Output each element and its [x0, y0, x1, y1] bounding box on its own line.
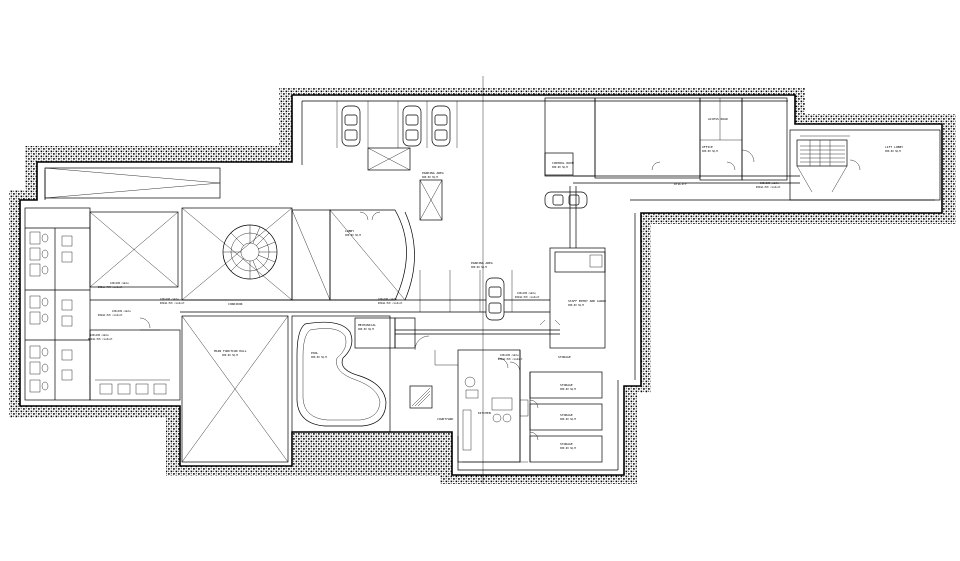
cable-note: 100x100 cable — [760, 182, 779, 185]
room-label: CORRIDOR — [228, 302, 243, 306]
restroom-block — [24, 207, 181, 401]
area-tag: 000.00 SQ.M — [358, 328, 374, 331]
room-label: LOBBY — [345, 229, 354, 233]
area-tag: 000.00 SQ.M — [702, 150, 718, 153]
conduit-note: Ø32mm PVC conduit — [515, 296, 540, 299]
cable-note: 100x100 cable — [90, 334, 109, 337]
room-label: STAFF ENTRY AND GUARD — [568, 299, 606, 303]
entrance-ramp — [44, 167, 221, 199]
conduit-note: Ø32mm PVC conduit — [88, 338, 113, 341]
utility-block — [539, 186, 606, 349]
parking-north — [336, 101, 458, 221]
parked-car — [485, 277, 505, 321]
conduit-note: Ø32mm PVC conduit — [756, 186, 781, 189]
area-tag: 000.00 SQ.M — [568, 304, 584, 307]
room-label: POOL — [311, 351, 318, 355]
cable-note: 100x100 cable — [160, 298, 179, 301]
room-label: OFFICE — [702, 145, 713, 149]
parked-car — [544, 191, 588, 209]
conduit-note: Ø32mm PVC conduit — [378, 302, 403, 305]
door-swing — [359, 211, 381, 221]
area-tag: 000.00 SQ.M — [885, 150, 901, 153]
room-label: CONTROL ROOM — [552, 161, 574, 165]
exterior-wall — [19, 94, 943, 476]
area-tag: 000.00 SQ.M — [345, 234, 361, 237]
area-tag: 000.00 SQ.M — [560, 388, 576, 391]
room-label: KITCHEN — [478, 411, 491, 415]
conduit-note: Ø32mm PVC conduit — [160, 302, 185, 305]
toilet-stalls — [29, 231, 73, 393]
cable-note: 100x100 cable — [517, 292, 536, 295]
pool-outline — [296, 321, 387, 427]
annotations: PARKING AREA PARKING AREA LOBBY MAIN FUN… — [88, 117, 903, 450]
room-label: MAIN FUNCTION HALL — [214, 349, 247, 353]
room-label: PARKING AREA — [471, 261, 493, 265]
cable-note: 100x100 cable — [500, 354, 519, 357]
room-label: STORAGE — [560, 413, 573, 417]
room-label: PARKING AREA — [422, 171, 444, 175]
conduit-note: Ø32mm PVC conduit — [98, 286, 123, 289]
kitchen-block — [457, 349, 529, 463]
area-tag: 000.00 SQ.M — [552, 166, 568, 169]
conduit-note: Ø32mm PVC conduit — [98, 314, 123, 317]
room-label: COURTYARD — [437, 417, 453, 421]
room-label: STORAGE — [558, 355, 571, 359]
main-function-hall — [181, 315, 289, 463]
storage-rooms — [529, 371, 603, 463]
pool-area — [291, 315, 391, 433]
door-swing — [139, 317, 160, 331]
room-label: LIFT LOBBY — [885, 145, 903, 149]
cable-note: 100x100 cable — [110, 282, 129, 285]
stair-landing — [409, 385, 433, 409]
cable-note: 100x100 cable — [112, 310, 131, 313]
area-tag: 000.00 SQ.M — [560, 447, 576, 450]
door-swing — [414, 335, 458, 366]
parked-car — [341, 105, 361, 147]
area-tag: 000.00 SQ.M — [560, 418, 576, 421]
parked-car — [431, 105, 451, 147]
conduit-note: Ø32mm PVC conduit — [498, 358, 523, 361]
parking-main — [419, 270, 513, 312]
lift-lobby — [789, 129, 941, 201]
room-label: UTILITY — [674, 182, 687, 186]
room-label: STORAGE — [560, 383, 573, 387]
atrium-block — [181, 207, 415, 301]
room-label: ACCESS ROAD — [708, 117, 728, 121]
area-tag: 000.00 SQ.M — [311, 356, 327, 359]
area-tag: 000.00 SQ.M — [422, 176, 438, 179]
mechanical-room — [394, 317, 416, 349]
service-block — [544, 97, 800, 184]
spiral-staircase — [222, 224, 278, 280]
area-tag: 000.00 SQ.M — [222, 354, 238, 357]
room-label: STORAGE — [560, 442, 573, 446]
room-label: MECHANICAL — [358, 323, 376, 327]
cable-note: 100x100 cable — [378, 298, 397, 301]
earth-hatch-outline — [9, 88, 956, 484]
area-tag: 000.00 SQ.M — [471, 266, 487, 269]
parked-car — [402, 105, 422, 147]
